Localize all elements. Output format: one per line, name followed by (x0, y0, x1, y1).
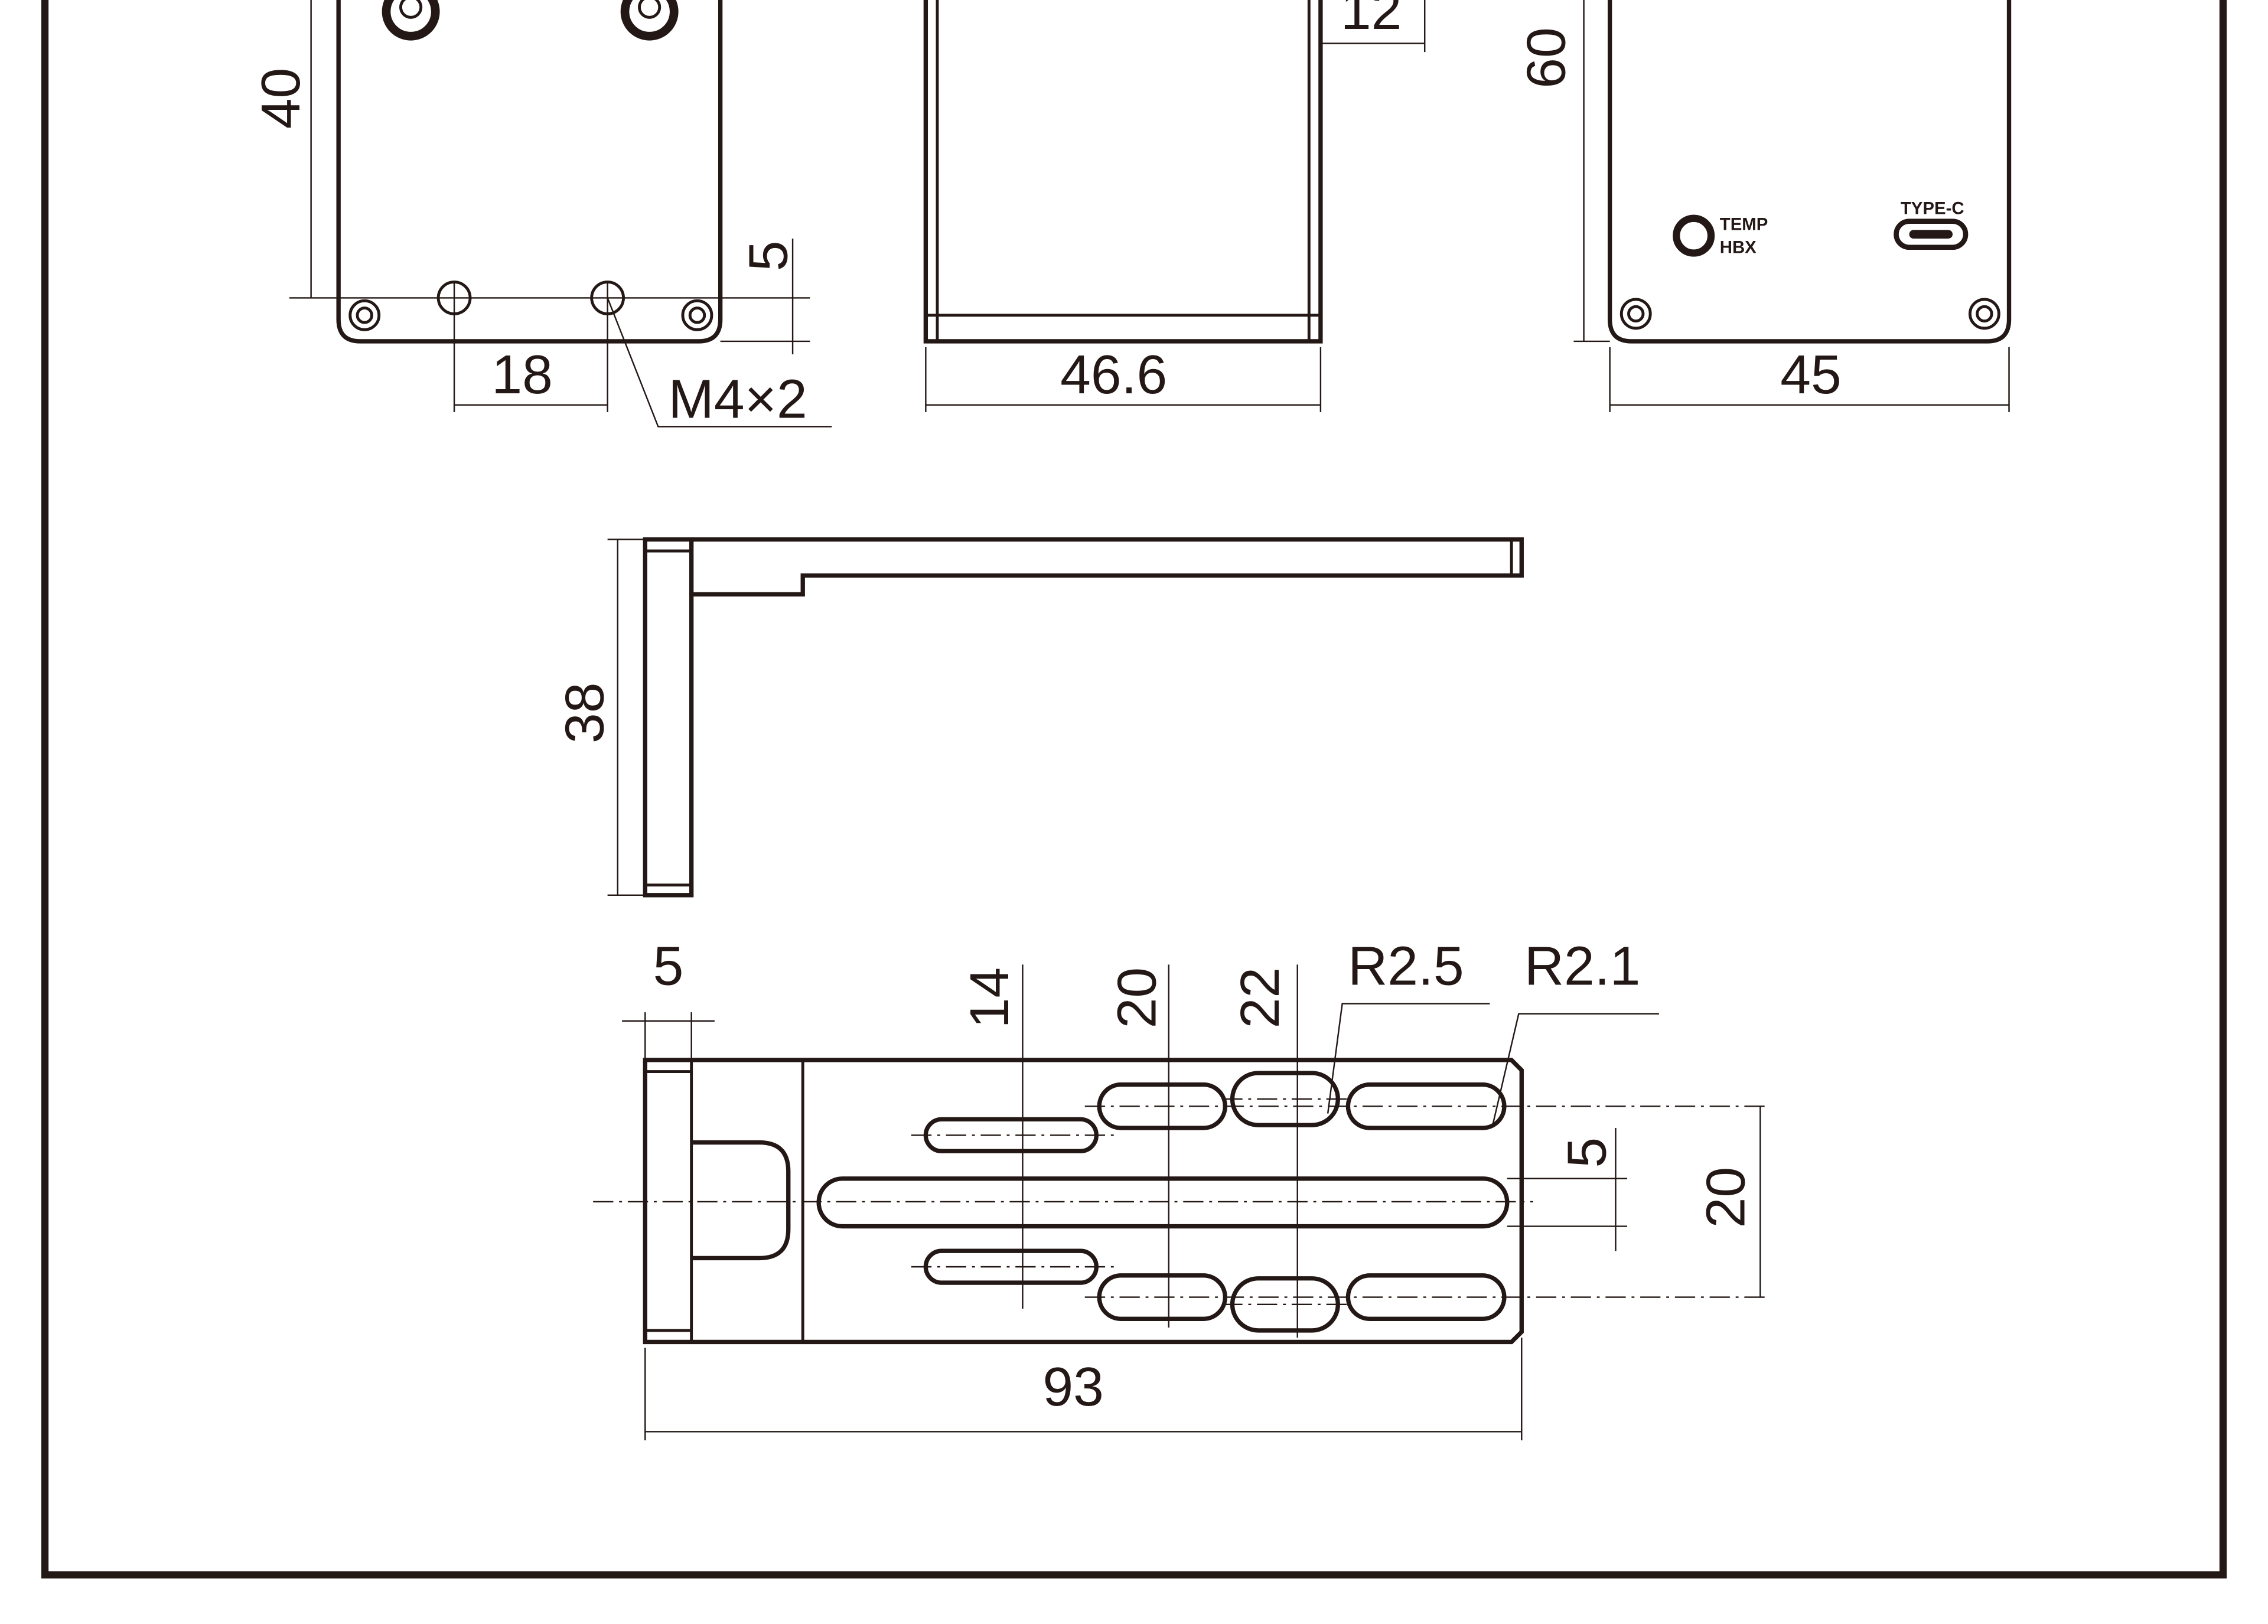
dim-slot-pitch-20: 20 (1695, 1167, 1756, 1228)
port-label: TYPE-C (1901, 198, 1964, 218)
screw-icon (348, 299, 381, 331)
bracket-top-view: 5 14 20 22 R2.5 R2.1 5 20 93 (593, 935, 1765, 1441)
dim-width-46-6: 46.6 (1060, 344, 1167, 405)
side-view: 12 46.6 (923, 0, 1426, 412)
dim-slot-22: 22 (1229, 967, 1291, 1029)
dim-flange-5: 5 (653, 935, 684, 997)
rear-view: TEMP HBX TYPE-C 60 45 (1516, 0, 2012, 412)
dim-slot-14: 14 (959, 967, 1020, 1029)
front-view: 40 5 18 M4×2 (250, 0, 832, 430)
screw-icon (1619, 298, 1652, 330)
screw-icon (681, 299, 713, 331)
bracket-side-view: 38 (553, 537, 1524, 898)
radius-r2-1: R2.1 (1524, 935, 1641, 997)
knob-label-hbx: HBX (1720, 238, 1757, 257)
dim-height-38: 38 (553, 683, 615, 744)
drawing-frame (41, 0, 2227, 1579)
usb-type-c-port-icon (1894, 219, 1969, 250)
dim-width-45: 45 (1780, 344, 1842, 405)
dim-length-93: 93 (1042, 1356, 1103, 1417)
mounting-hole-large-icon (382, 0, 440, 41)
mounting-hole-large-icon (620, 0, 679, 41)
dim-hole-spacing-18: 18 (491, 344, 552, 405)
thread-callout: M4×2 (668, 369, 807, 430)
dim-height-40: 40 (250, 68, 311, 129)
dim-height-60: 60 (1516, 27, 1577, 88)
dim-slot-20: 20 (1106, 967, 1168, 1029)
dim-depth-12: 12 (1341, 0, 1402, 41)
dim-slot-offset-5: 5 (1556, 1137, 1617, 1168)
screw-icon (1968, 298, 2000, 330)
temp-knob-icon (1673, 214, 1715, 257)
knob-label-temp: TEMP (1720, 214, 1768, 234)
radius-r2-5: R2.5 (1348, 935, 1464, 997)
dim-edge-5: 5 (737, 241, 799, 272)
